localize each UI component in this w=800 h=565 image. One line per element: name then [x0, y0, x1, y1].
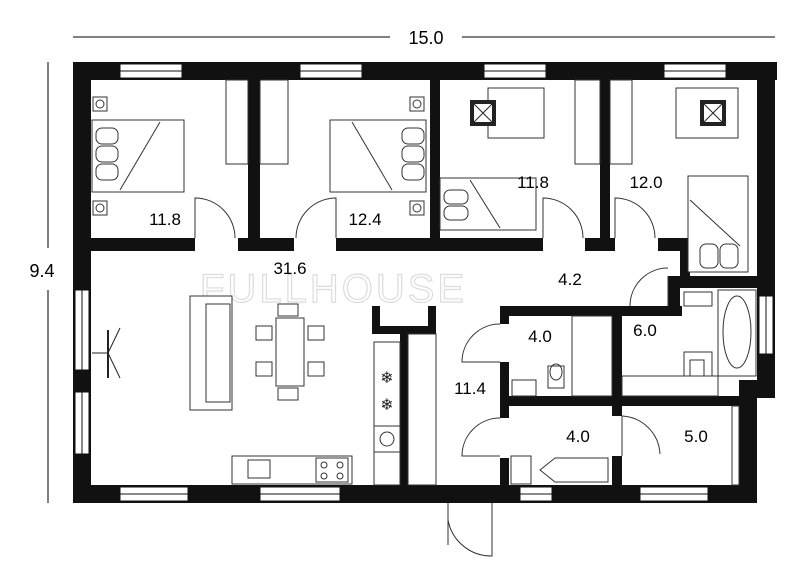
storage-shelf: [731, 405, 740, 486]
utility-fixtures: [510, 455, 609, 485]
svg-text:❄: ❄: [380, 395, 393, 414]
watermark: FULLHOUSE: [200, 267, 467, 311]
width-dimension: 15.0: [73, 28, 775, 48]
area-bedroom-4: 12.0: [629, 173, 662, 192]
bathroom-fixtures: [621, 289, 757, 397]
area-labels: 11.8 12.4 11.8 12.0 31.6 4.2 4.0 6.0 11.…: [149, 173, 708, 446]
area-bedroom-1: 11.8: [149, 210, 181, 229]
desk-bedroom-3: [470, 87, 545, 139]
interior-walls: [91, 79, 757, 485]
tv-stand: [92, 327, 121, 379]
depth-label: 9.4: [29, 261, 54, 281]
bed-bedroom-2: [329, 96, 427, 216]
bed-bedroom-4: [687, 175, 749, 273]
width-label: 15.0: [408, 28, 443, 48]
area-bedroom-2: 12.4: [348, 210, 381, 229]
kitchen-counter: ❄ ❄: [231, 341, 401, 486]
area-corridor: 4.2: [558, 270, 582, 289]
area-wc: 4.0: [528, 327, 552, 346]
svg-text:❄: ❄: [380, 368, 393, 387]
area-living: 31.6: [273, 259, 306, 278]
sofa: [189, 295, 233, 411]
area-hall: 11.4: [454, 379, 486, 398]
wc-fixtures: [511, 315, 613, 397]
hall-closet: [407, 333, 437, 486]
dining-table: [255, 303, 325, 401]
area-utility: 4.0: [566, 427, 590, 446]
area-bathroom: 6.0: [633, 321, 657, 340]
area-storage: 5.0: [684, 427, 708, 446]
windows: [74, 63, 774, 502]
desk-bedroom-4: [675, 87, 739, 139]
bed-bedroom-1: [91, 96, 185, 216]
depth-dimension: 9.4: [29, 62, 55, 503]
doors: [194, 197, 669, 557]
bed-bedroom-3: [439, 177, 537, 231]
area-bedroom-3: 11.8: [517, 173, 549, 192]
